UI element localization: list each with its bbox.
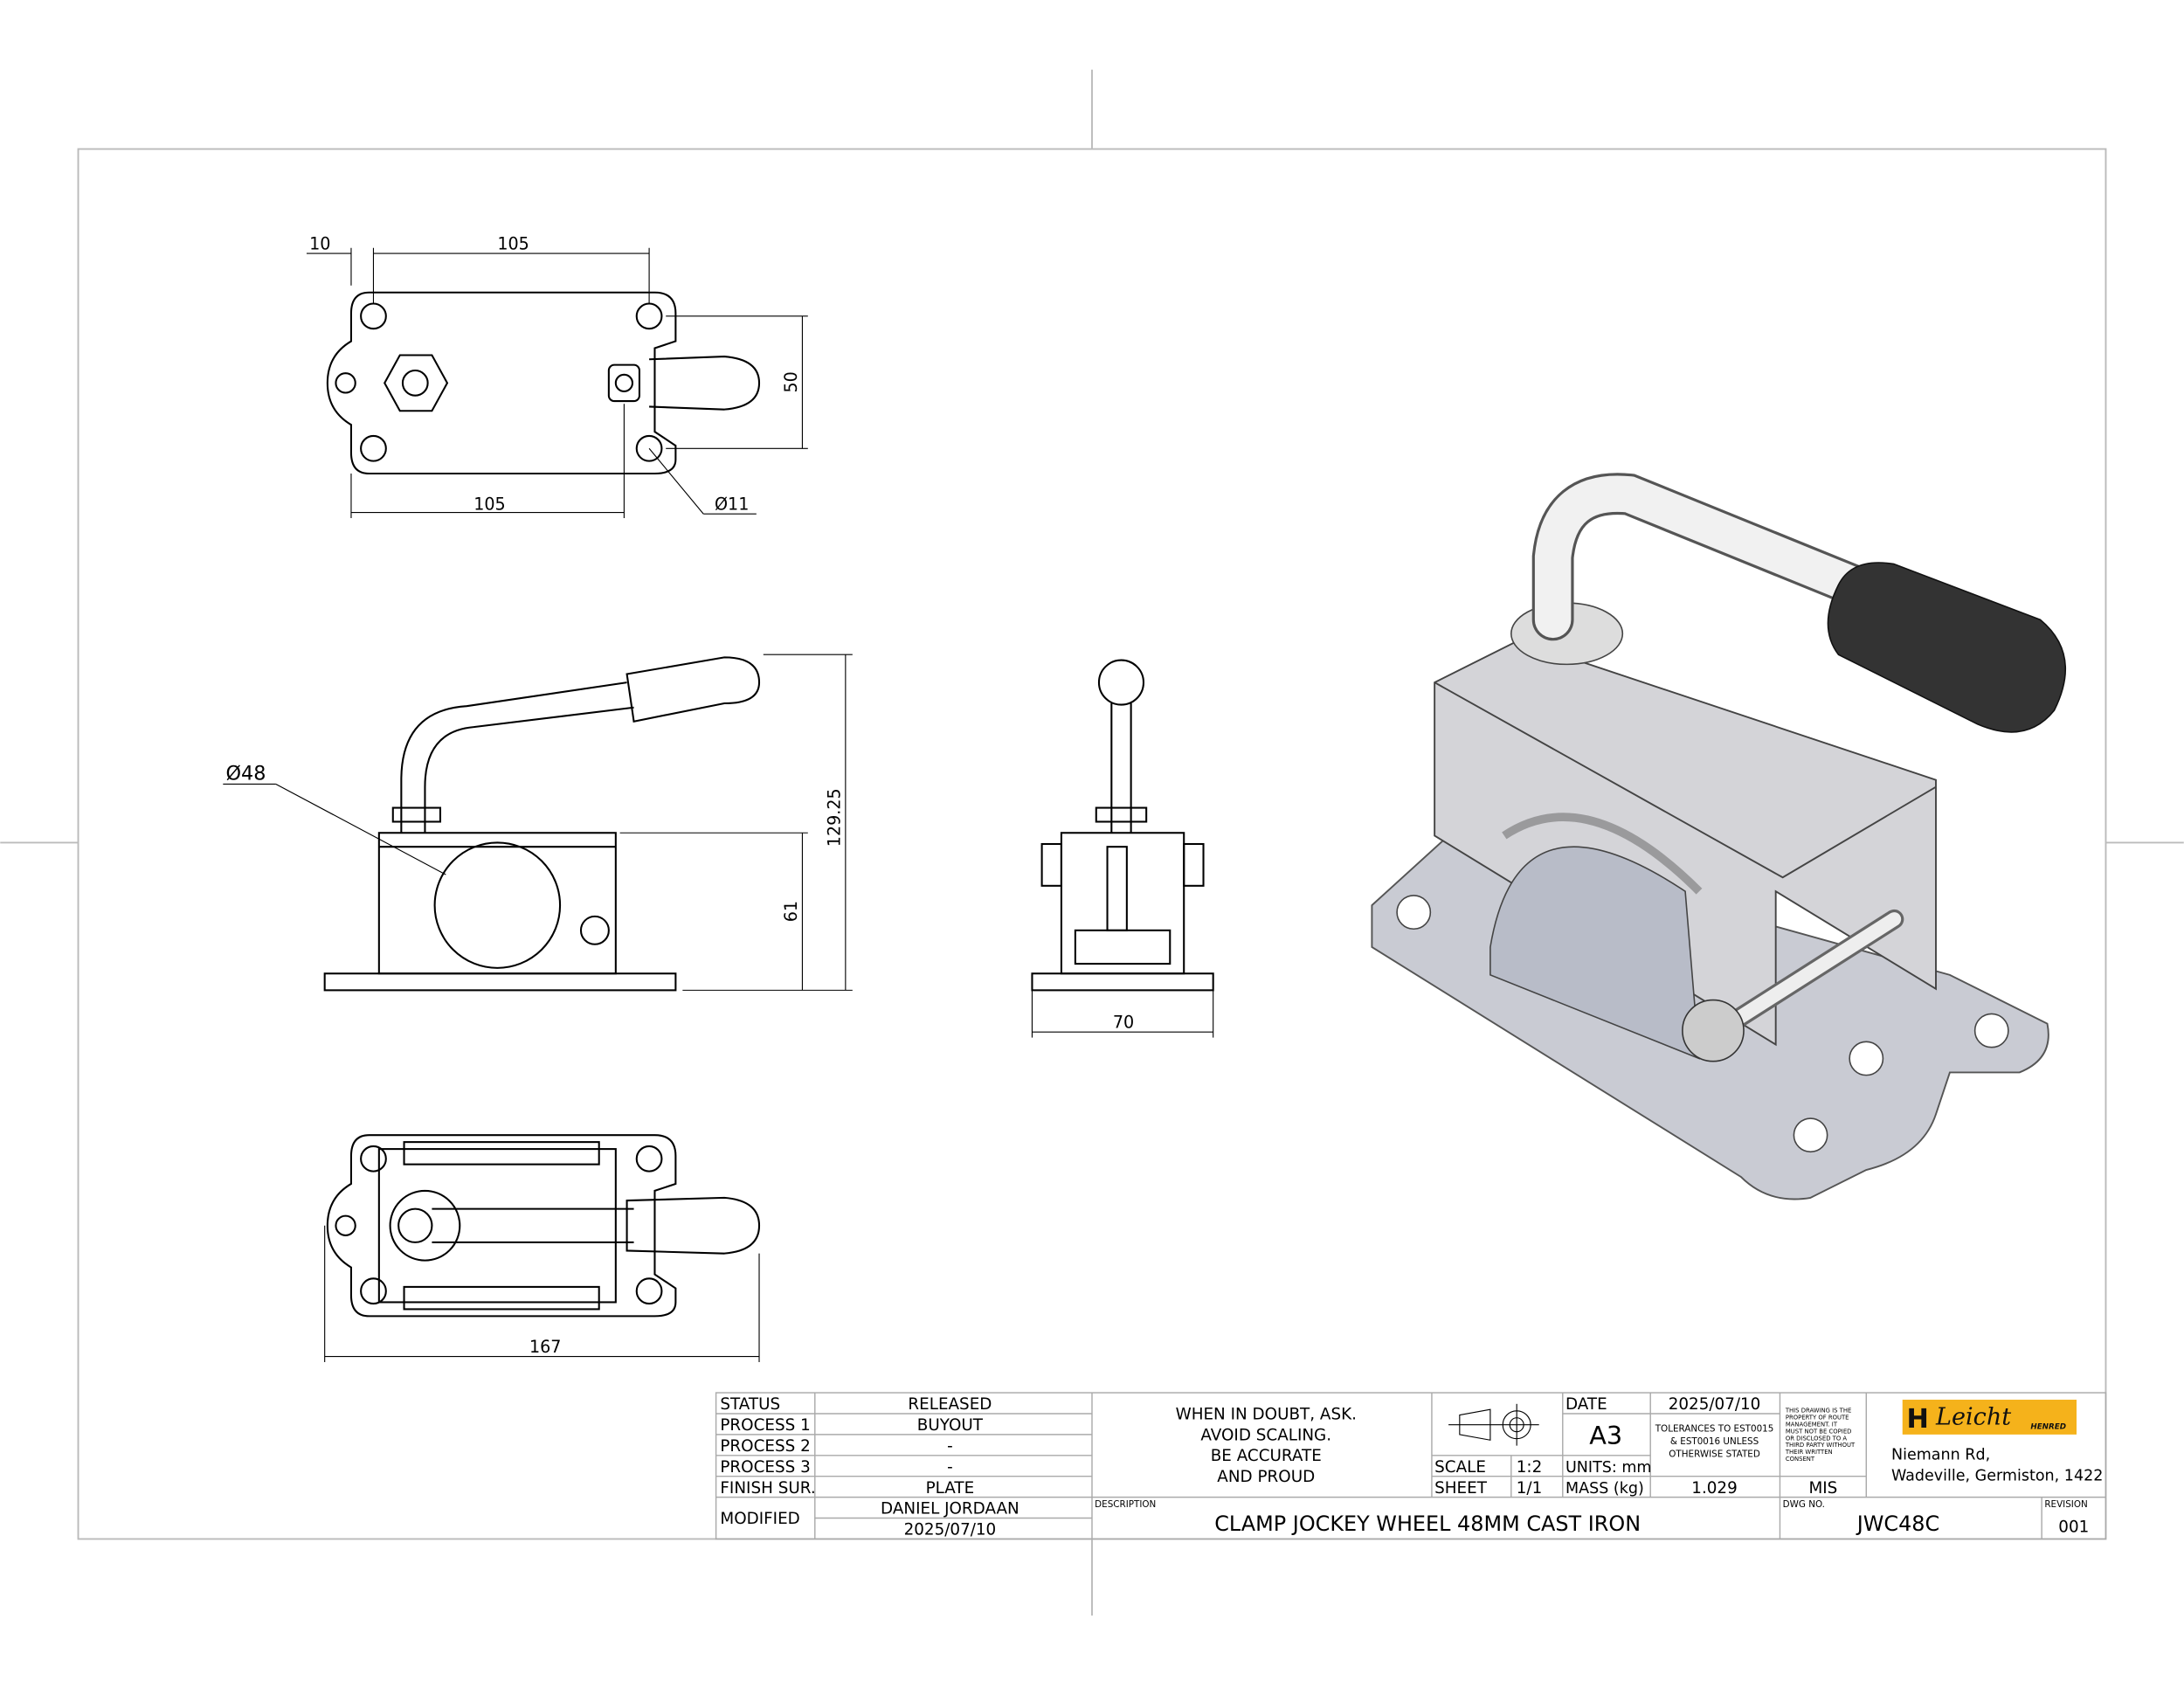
notice-1: THIS DRAWING IS THE — [1785, 1407, 1852, 1414]
address-line-1: Niemann Rd, — [1891, 1447, 1990, 1464]
finish-value: PLATE — [926, 1479, 975, 1498]
logo-subtext: HENRED — [2030, 1423, 2066, 1432]
revision: 001 — [2058, 1518, 2089, 1536]
status-value: RELEASED — [908, 1395, 992, 1414]
notice-2: PROPERTY OF ROUTE — [1786, 1414, 1849, 1421]
notice-4: MUST NOT BE COPIED — [1786, 1428, 1852, 1435]
process1-label: PROCESS 1 — [720, 1416, 810, 1435]
side-view: 61 129.25 Ø48 — [223, 654, 853, 992]
notice-8: CONSENT — [1786, 1456, 1815, 1463]
process2-value: - — [947, 1437, 953, 1456]
modified-label: MODIFIED — [720, 1510, 799, 1528]
scale-label: SCALE — [1434, 1458, 1486, 1477]
dim-height-50: 50 — [781, 371, 801, 392]
address-line-2: Wadeville, Germiston, 1422 — [1891, 1467, 2103, 1484]
process3-value: - — [947, 1458, 953, 1477]
dim-hole-spacing-top: 105 — [497, 233, 529, 253]
tolerance-line-1: TOLERANCES TO EST0015 — [1655, 1424, 1774, 1435]
dim-hole-dia: Ø11 — [715, 494, 749, 514]
dim-overall-height: 129.25 — [824, 788, 844, 847]
modified-date: 2025/07/10 — [904, 1521, 997, 1539]
top-view: 10 105 50 105 Ø11 — [306, 233, 808, 518]
revision-label: REVISION — [2044, 1499, 2087, 1510]
projection-symbol-icon — [1448, 1403, 1539, 1446]
bottom-view: 167 — [324, 1134, 761, 1362]
dim-offset: 10 — [309, 233, 330, 253]
notice-5: OR DISCLOSED TO A — [1786, 1435, 1848, 1442]
process2-label: PROCESS 2 — [720, 1437, 810, 1456]
process1-value: BUYOUT — [917, 1416, 984, 1435]
dim-length: 167 — [529, 1337, 561, 1357]
tolerance-line-2: & EST0016 UNLESS — [1670, 1436, 1759, 1447]
motto-line-4: AND PROUD — [1217, 1468, 1315, 1486]
notice-6: THIRD PARTY WITHOUT — [1785, 1442, 1856, 1449]
process3-label: PROCESS 3 — [720, 1458, 810, 1477]
finish-label: FINISH SUR. — [720, 1479, 815, 1498]
svg-text:H: H — [1907, 1404, 1929, 1435]
logo-text: Leicht — [1935, 1404, 2011, 1431]
dwg-no: JWC48C — [1856, 1512, 1939, 1536]
description: CLAMP JOCKEY WHEEL 48MM CAST IRON — [1214, 1512, 1641, 1536]
notice-7: THEIR WRITTEN — [1785, 1449, 1833, 1456]
dim-width: 70 — [1113, 1012, 1134, 1032]
title-block: STATUS RELEASED PROCESS 1 BUYOUT PROCESS… — [715, 1392, 2107, 1540]
status-label: STATUS — [720, 1395, 780, 1414]
mass-label: MASS (kg) — [1565, 1480, 1644, 1498]
date-label: DATE — [1565, 1395, 1607, 1414]
dim-hole-spacing-bottom: 105 — [473, 494, 505, 514]
description-label: DESCRIPTION — [1095, 1499, 1156, 1510]
isometric-view — [1371, 473, 2067, 1200]
dim-clamp-height: 61 — [781, 901, 801, 922]
sheet-value: 1/1 — [1517, 1479, 1543, 1498]
company-logo: H Leicht HENRED — [1902, 1400, 2077, 1435]
motto-line-1: WHEN IN DOUBT, ASK. — [1176, 1405, 1357, 1423]
scale-value: 1:2 — [1517, 1458, 1543, 1477]
front-view: 70 — [1031, 659, 1214, 1038]
tolerance-line-3: OTHERWISE STATED — [1669, 1449, 1760, 1459]
dim-tube-dia: Ø48 — [225, 763, 266, 785]
date-value: 2025/07/10 — [1669, 1395, 1761, 1414]
units: UNITS: mm — [1565, 1459, 1651, 1477]
drawn-by: MIS — [1808, 1479, 1837, 1498]
mass-value: 1.029 — [1691, 1479, 1737, 1498]
sheet-label: SHEET — [1434, 1479, 1488, 1498]
dwg-no-label: DWG NO. — [1783, 1499, 1825, 1510]
sheet-size: A3 — [1589, 1421, 1622, 1450]
notice-3: MANAGEMENT. IT — [1786, 1421, 1838, 1428]
modified-by: DANIEL JORDAAN — [881, 1500, 1019, 1519]
motto-line-3: BE ACCURATE — [1211, 1447, 1322, 1465]
motto-line-2: AVOID SCALING. — [1200, 1426, 1331, 1444]
